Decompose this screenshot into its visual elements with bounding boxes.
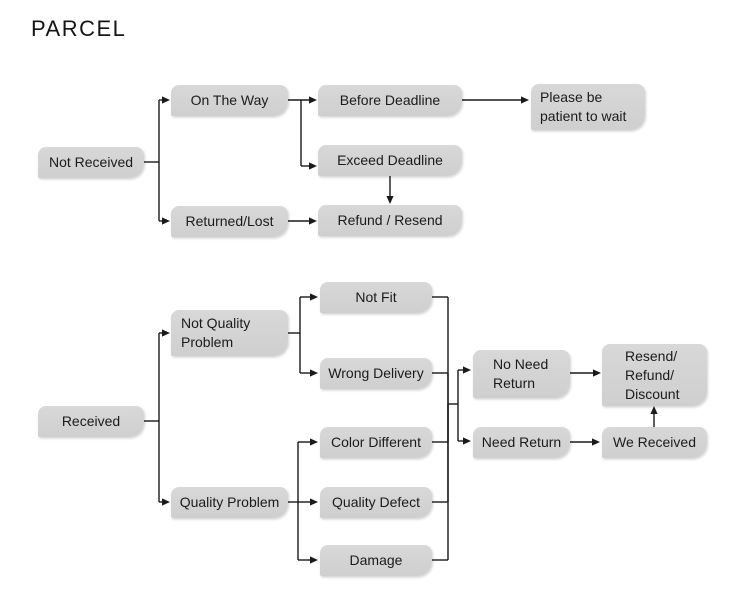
edge-returned-lost-to-refund-resend (288, 217, 317, 225)
node-no-need-return: No Need Return (473, 350, 570, 398)
node-wrong-delivery: Wrong Delivery (320, 358, 432, 389)
edge-quality-defect-to-outcomes-junction (432, 404, 449, 503)
node-damage: Damage (320, 545, 432, 576)
edge-not-quality-problem-to-not-fit (288, 293, 318, 334)
edge-quality-problem-to-damage (297, 502, 318, 564)
node-we-received: We Received (602, 427, 707, 458)
edge-exceed-deadline-to-refund-resend (386, 176, 394, 204)
edge-outcomes-junction-to-need-return (457, 404, 471, 445)
edge-wrong-delivery-to-outcomes-junction (432, 372, 449, 404)
edge-outcomes-junction-to-no-need-return (448, 366, 471, 405)
diagram-title: PARCEL (31, 16, 127, 41)
node-quality-problem: Quality Problem (171, 487, 288, 518)
edge-on-the-way-to-exceed-deadline (300, 100, 317, 170)
node-refund-resend: Refund / Resend (318, 205, 462, 236)
edge-color-different-to-outcomes-junction (432, 404, 449, 443)
edge-received-to-not-quality-problem (144, 329, 170, 422)
edge-not-quality-problem-to-wrong-delivery (299, 333, 318, 377)
node-returned-lost: Returned/Lost (171, 206, 288, 237)
node-not-quality-problem: Not Quality Problem (171, 310, 288, 356)
edge-quality-problem-to-color-different (288, 438, 318, 503)
node-not-received: Not Received (38, 147, 144, 178)
node-quality-defect: Quality Defect (320, 487, 432, 518)
edge-quality-problem-to-quality-defect (298, 498, 318, 506)
node-on-the-way: On The Way (171, 85, 288, 116)
node-resend-refund-discount: Resend/ Refund/ Discount (602, 344, 707, 406)
edge-damage-to-outcomes-junction (432, 404, 449, 561)
edge-no-need-return-to-resend-refund-discount (570, 369, 601, 377)
node-exceed-deadline: Exceed Deadline (318, 145, 462, 176)
node-need-return: Need Return (473, 427, 570, 458)
node-before-deadline: Before Deadline (318, 85, 462, 116)
edge-not-received-to-returned-lost (158, 162, 170, 225)
node-please-wait: Please be patient to wait (531, 84, 645, 130)
edge-not-fit-to-outcomes-junction (432, 296, 449, 404)
edge-we-received-to-resend-refund-discount (650, 406, 658, 427)
edge-before-deadline-to-please-wait (462, 96, 529, 104)
edge-on-the-way-to-before-deadline (288, 96, 317, 104)
node-color-different: Color Different (320, 427, 432, 458)
node-received: Received (38, 406, 144, 437)
edge-need-return-to-we-received (570, 438, 600, 446)
edge-received-to-quality-problem (158, 421, 170, 506)
edge-not-received-to-on-the-way (144, 96, 170, 163)
node-not-fit: Not Fit (320, 282, 432, 313)
